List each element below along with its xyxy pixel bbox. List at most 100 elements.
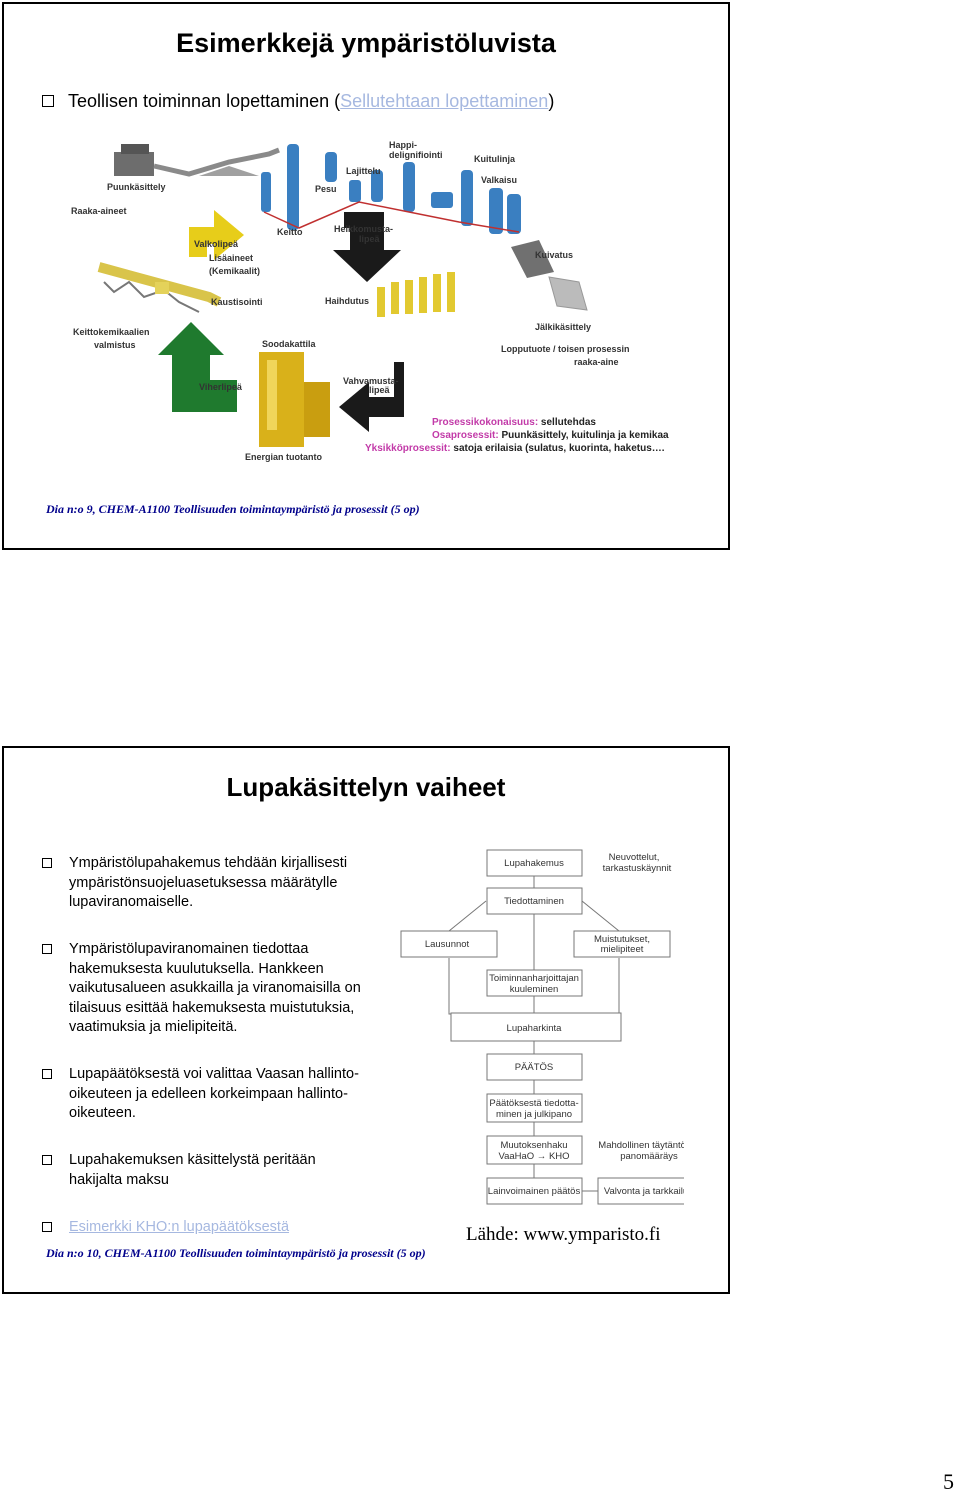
dryer-illustration [511,240,588,311]
kho-decision-link[interactable]: Esimerkki KHO:n lupapäätöksestä [69,1219,290,1235]
box-muutoksenhaku [486,1135,583,1165]
label-energy-production: Energian tuotanto [245,452,322,462]
label-strong-liquor-2: lipeä [369,385,391,395]
slide-title: Lupakäsittelyn vaiheet [226,772,506,802]
green-liquor-arrow-icon [158,322,237,412]
bullet-text: Lupahakemuksen käsittelystä peritään hak… [69,1152,316,1188]
label-lausunnot: Lausunnot [425,939,470,950]
box-paatoksesta-tiedottaminen [486,1093,583,1123]
bullet-industrial-closure: Teollisen toiminnan lopettaminen (Sellut… [42,90,554,112]
box-muistutukset [573,930,671,958]
label-mahdollinen-2: panomääräys [620,1151,678,1162]
label-drying: Kuivatus [535,250,573,260]
box-lupaharkinta [450,1012,622,1042]
recovery-boiler-illustration [259,352,330,447]
checkbox-bullet-icon [42,1222,52,1232]
slide-10: Lupakäsittelyn vaiheet Ympäristölupahake… [2,746,730,1294]
label-muistutukset-1: Muistutukset, [594,934,650,945]
bullet-appeal: Lupapäätöksestä voi valittaa Vaasan hall… [42,1065,372,1124]
label-fiber-line: Kuitulinja [474,154,516,164]
label-white-liquor: Valkolipeä [194,239,239,249]
label-paatos: PÄÄTÖS [515,1062,554,1073]
label-bleaching: Valkaisu [481,175,517,185]
bullet-text: Ympäristölupahakemus tehdään kirjallises… [69,855,348,910]
label-mahdollinen-1: Mahdollinen täytäntöön- [598,1140,684,1151]
box-lupahakemus [486,849,583,877]
fiber-line-towers [261,144,521,234]
bullet-text: Ympäristölupaviranomainen tiedottaa hake… [69,941,361,1035]
bullet-application: Ympäristölupahakemus tehdään kirjallises… [42,854,372,913]
permit-process-flowchart: Lupahakemus Neuvottelut, tarkastuskäynni… [400,849,684,1205]
box-paatos [486,1053,583,1081]
pulp-mill-closure-link[interactable]: Sellutehtaan lopettaminen [340,91,549,111]
label-strong-liquor-1: Vahvamusta- [343,376,399,386]
flow-connectors [448,876,620,1192]
checkbox-bullet-icon [42,1069,52,1079]
label-toiminnan-1: Toiminnanharjoittajan [489,973,579,984]
label-lupahakemus: Lupahakemus [504,858,564,869]
pulp-mill-process-diagram: Puunkäsittely Raaka-aineet Keitto Pesu L… [71,140,669,462]
label-muutoksenhaku-1: Muutoksenhaku [500,1140,567,1151]
slide-footer: Dia n:o 10, CHEM-A1100 Teollisuuden toim… [46,1246,426,1260]
label-sub-processes: Osaprosessit: Puunkäsittely, kuitulinja … [432,430,669,441]
label-paatoksesta-2: minen ja julkipano [496,1109,572,1120]
label-muutoksenhaku-2: VaaHaO → KHO [498,1151,569,1162]
box-lainvoimainen [486,1177,583,1205]
label-muistutukset-2: mielipiteet [601,944,644,955]
label-neuvottelut-2: tarkastuskäynnit [603,863,672,874]
label-oxygen-2: delignifiointi [389,150,443,160]
slide-9: Esimerkkejä ympäristöluvista Teollisen t… [2,2,730,550]
label-process-entity: Prosessikokonaisuus: sellutehdas [432,417,596,428]
evaporation-illustration [377,272,455,317]
box-lausunnot [400,930,498,958]
box-toiminnanharjoittaja [486,969,583,997]
label-toiminnan-2: kuuleminen [510,984,559,995]
label-cooking-chem-1: Keittokemikaalien [73,327,150,337]
label-additives: Lisäaineet [209,253,253,263]
label-neuvottelut-1: Neuvottelut, [609,852,660,863]
checkbox-bullet-icon [42,944,52,954]
label-causticizing: Kaustisointi [211,297,263,307]
bullet-text: Lupapäätöksestä voi valittaa Vaasan hall… [69,1066,359,1121]
bullet-example-link: Esimerkki KHO:n lupapäätöksestä [42,1218,372,1238]
causticizing-illustration [97,262,222,313]
checkbox-bullet-icon [42,1155,52,1165]
label-end-product-2: raaka-aine [574,357,619,367]
label-post-treatment: Jälkikäsittely [535,322,591,332]
label-paatoksesta-1: Päätöksestä tiedotta- [489,1098,578,1109]
slide-title: Esimerkkejä ympäristöluvista [176,28,556,58]
label-wood-handling: Puunkäsittely [107,182,166,192]
label-raw-materials: Raaka-aineet [71,206,127,216]
label-weak-liquor-2: lipeä [359,234,381,244]
label-oxygen-1: Happi- [389,140,417,150]
label-lupaharkinta: Lupaharkinta [507,1023,563,1034]
label-screening: Lajittelu [346,166,381,176]
strong-black-liquor-arrow-icon [339,362,404,432]
label-cooking: Keitto [277,227,303,237]
label-end-product-1: Lopputuote / toisen prosessin [501,344,630,354]
source-citation: Lähde: www.ymparisto.fi [466,1224,661,1245]
label-lainvoimainen: Lainvoimainen päätös [488,1186,581,1197]
checkbox-bullet-icon [42,858,52,868]
label-chemicals: (Kemikaalit) [209,266,260,276]
label-tiedottaminen: Tiedottaminen [504,896,564,907]
label-cooking-chem-2: valmistus [94,340,136,350]
label-valvonta: Valvonta ja tarkkailu [604,1186,684,1197]
bullet-close-paren: ) [548,91,555,111]
bullet-announcement: Ympäristölupaviranomainen tiedottaa hake… [42,940,372,1038]
label-unit-processes: Yksikköprosessit: satoja erilaisia (sula… [365,443,665,454]
box-valvonta [597,1177,684,1205]
label-washing: Pesu [315,184,337,194]
weak-black-liquor-arrow-icon [333,212,401,282]
wood-handling-illustration [114,144,280,177]
bullet-fee: Lupahakemuksen käsittelystä peritään hak… [42,1151,372,1190]
slide-footer: Dia n:o 9, CHEM-A1100 Teollisuuden toimi… [46,502,420,516]
label-recovery-boiler: Soodakattila [262,339,317,349]
chemicals-in-arrow-icon [189,210,244,260]
label-evaporation: Haihdutus [325,296,369,306]
bullet-text: Teollisen toiminnan lopettaminen ( [68,91,341,111]
label-green-liquor: Viherlipeä [199,382,243,392]
label-weak-liquor-1: Heikkomusta- [334,224,393,234]
box-tiedottaminen [486,887,583,915]
page-number: 5 [943,1469,954,1494]
